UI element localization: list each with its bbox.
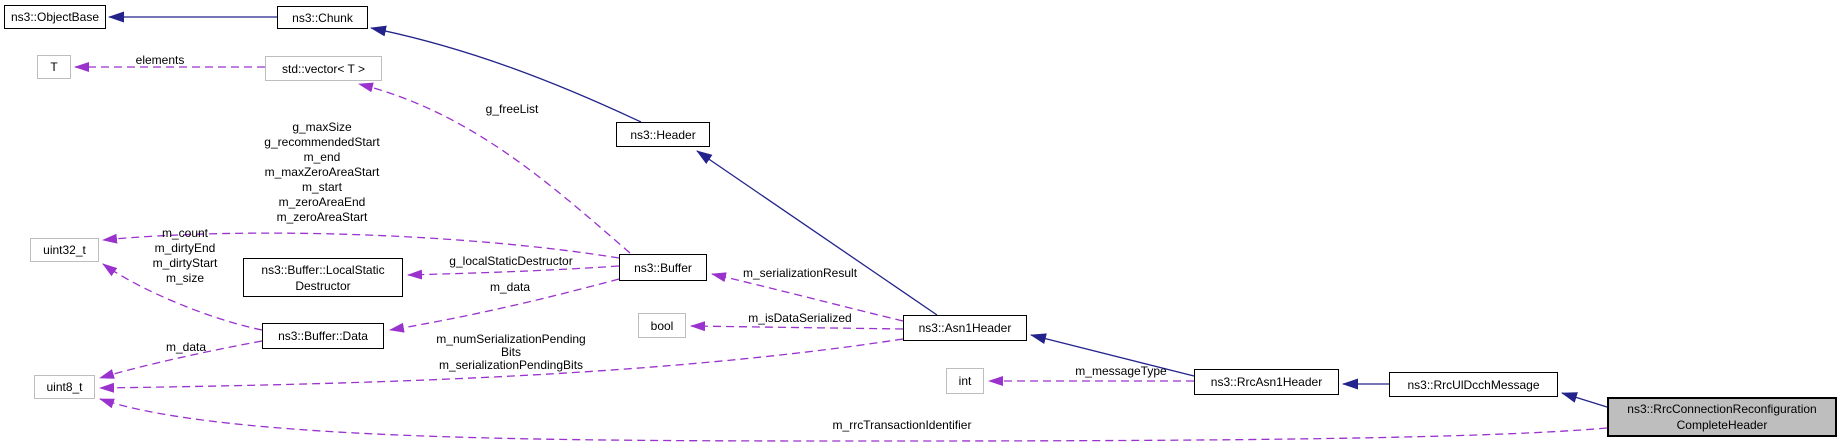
class-node-ns3-rrcconnectionreconfigurationcompleteheader: ns3::RrcConnectionReconfiguration Comple… <box>1607 397 1837 437</box>
class-node-ns3-asn1header[interactable]: ns3::Asn1Header <box>903 315 1027 341</box>
class-node-ns3-buffer[interactable]: ns3::Buffer <box>619 254 707 281</box>
edge-asn1-bool <box>690 321 904 332</box>
class-node-ns3-buffer-data[interactable]: ns3::Buffer::Data <box>262 323 384 349</box>
class-node-ns3-objectbase[interactable]: ns3::ObjectBase <box>4 5 106 29</box>
class-node-uint32-t: uint32_t <box>30 238 99 262</box>
edge-header-chunk <box>370 25 642 123</box>
class-node-uint8-t: uint8_t <box>34 375 95 399</box>
class-node-t: T <box>37 55 71 79</box>
edge-buffer-uint32 <box>102 232 620 259</box>
edge-asn1-uint8 <box>99 338 904 393</box>
edge-rrcasn1-asn1 <box>1030 333 1195 377</box>
edge-bufferdata-uint32 <box>102 263 263 331</box>
class-node-int: int <box>946 368 984 394</box>
edge-asn1-buffer <box>711 272 904 322</box>
class-node-bool: bool <box>638 313 686 338</box>
class-node-ns3-buffer-localstaticdestructor[interactable]: ns3::Buffer::LocalStatic Destructor <box>243 258 403 297</box>
class-node-ns3-chunk[interactable]: ns3::Chunk <box>277 6 368 29</box>
class-node-ns3-rrculdcchmessage[interactable]: ns3::RrcUlDcchMessage <box>1389 372 1558 397</box>
edge-asn1-header <box>696 150 938 316</box>
edge-bufferdata-uint8 <box>99 340 263 379</box>
class-node-ns3-rrcasn1header[interactable]: ns3::RrcAsn1Header <box>1194 369 1339 395</box>
class-node-std-vector: std::vector< T > <box>265 56 382 81</box>
edge-buffer-localstatic <box>407 265 620 280</box>
edge-buffer-vector <box>358 82 631 254</box>
edge-connreconf-uint8 <box>99 398 1608 442</box>
class-node-ns3-header[interactable]: ns3::Header <box>616 122 710 147</box>
edge-connreconf-uldcch <box>1561 392 1608 408</box>
edge-buffer-bufferdata <box>389 278 620 333</box>
